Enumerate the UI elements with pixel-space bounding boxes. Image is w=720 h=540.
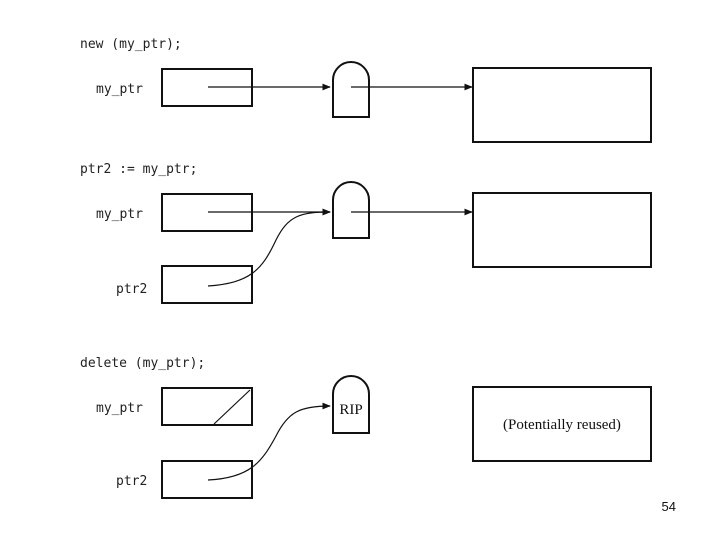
my-ptr-label-3: my_ptr [96, 401, 143, 416]
code-delete: delete (my_ptr); [80, 356, 205, 371]
code-assign: ptr2 := my_ptr; [80, 162, 197, 177]
ptr2-arrow-2 [207, 208, 331, 287]
heap-object-1 [472, 67, 652, 143]
my-ptr-box-3 [161, 387, 253, 426]
reused-text: (Potentially reused) [503, 417, 621, 433]
ptr2-box-2 [161, 265, 253, 304]
heap-object-2 [472, 192, 652, 268]
tombstone-1 [332, 61, 370, 118]
tombstone-rip [332, 375, 370, 434]
code-new: new (my_ptr); [80, 37, 182, 52]
ptr2-arrow-3 [207, 402, 331, 481]
null-slash [213, 389, 251, 425]
ptr2-label-3: ptr2 [116, 474, 147, 489]
tombstone-2 [332, 181, 370, 239]
my-ptr-label-1: my_ptr [96, 82, 143, 97]
ptr2-label-2: ptr2 [116, 282, 147, 297]
page-number: 54 [662, 499, 676, 514]
ptr2-box-3 [161, 460, 253, 499]
rip-text: RIP [339, 402, 362, 418]
my-ptr-label-2: my_ptr [96, 207, 143, 222]
heap-object-3 [472, 386, 652, 462]
